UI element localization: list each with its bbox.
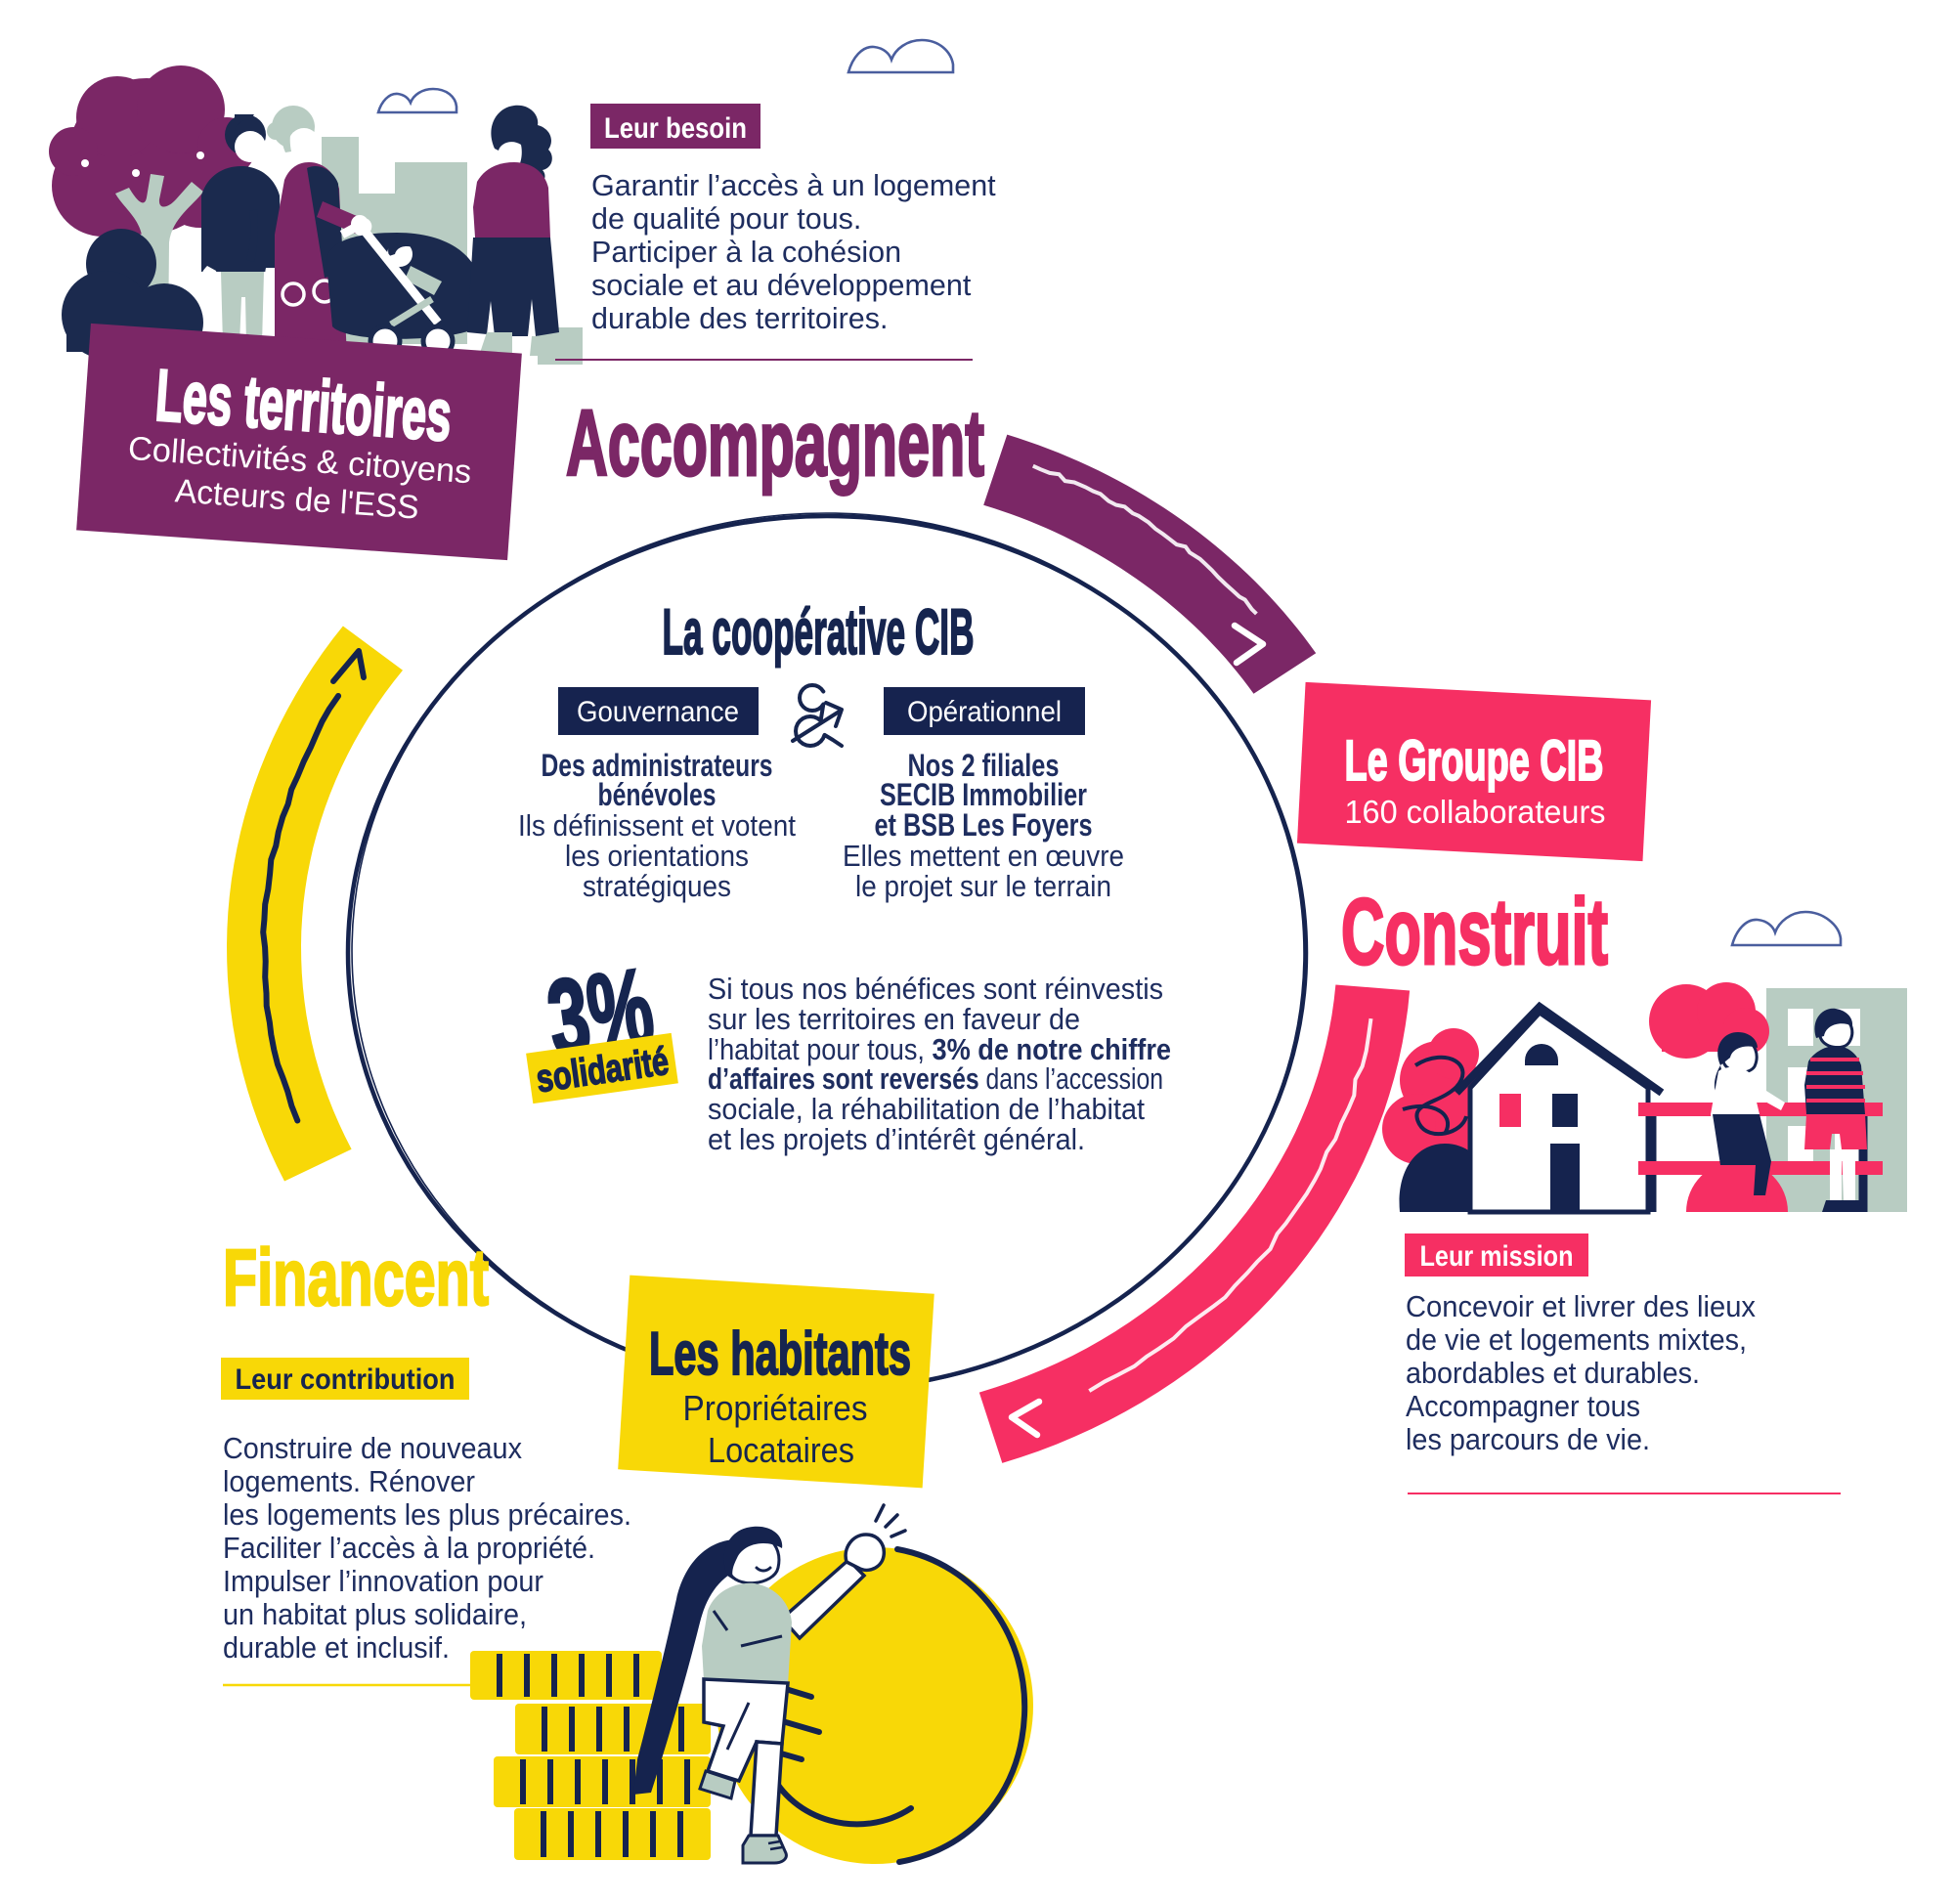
svg-text:Financent: Financent [223, 1233, 489, 1322]
svg-text:Leur mission: Leur mission [1420, 1240, 1574, 1273]
svg-text:logements. Rénover: logements. Rénover [223, 1464, 475, 1498]
svg-text:sociale, la réhabilitation de: sociale, la réhabilitation de l’habitat [708, 1092, 1145, 1126]
svg-text:Accompagner tous: Accompagner tous [1406, 1389, 1640, 1423]
svg-text:160 collaborateurs: 160 collaborateurs [1345, 794, 1606, 830]
svg-text:Des administrateurs: Des administrateurs [542, 748, 773, 783]
svg-text:Ils définissent et votent: Ils définissent et votent [518, 808, 796, 843]
svg-text:l’habitat pour tous, 3% de not: l’habitat pour tous, 3% de notre chiffre [708, 1032, 1171, 1066]
svg-text:Elles mettent en œuvre: Elles mettent en œuvre [843, 839, 1124, 873]
svg-text:La coopérative CIB: La coopérative CIB [663, 595, 975, 668]
svg-text:durable et inclusif.: durable et inclusif. [223, 1630, 450, 1665]
svg-text:et les projets d’intérêt génér: et les projets d’intérêt général. [708, 1122, 1085, 1156]
svg-text:sociale et au développement: sociale et au développement [591, 269, 972, 302]
svg-text:d’affaires sont reversés dans: d’affaires sont reversés dans l’accessio… [708, 1061, 1163, 1096]
svg-text:Les habitants: Les habitants [649, 1320, 911, 1388]
svg-text:de vie et logements mixtes,: de vie et logements mixtes, [1406, 1322, 1747, 1357]
svg-text:Locataires: Locataires [708, 1430, 854, 1470]
svg-text:Le Groupe CIB: Le Groupe CIB [1345, 729, 1604, 793]
svg-text:Construit: Construit [1341, 880, 1608, 984]
svg-text:Gouvernance: Gouvernance [577, 696, 739, 728]
svg-text:Accompagnent: Accompagnent [566, 391, 984, 496]
svg-text:les orientations: les orientations [565, 839, 749, 873]
svg-text:Leur besoin: Leur besoin [604, 112, 747, 145]
svg-text:de qualité pour tous.: de qualité pour tous. [591, 202, 861, 236]
svg-text:Construire de nouveaux: Construire de nouveaux [223, 1431, 522, 1465]
svg-text:le projet sur le terrain: le projet sur le terrain [855, 869, 1111, 903]
svg-text:un habitat plus solidaire,: un habitat plus solidaire, [223, 1597, 527, 1631]
svg-text:les parcours de vie.: les parcours de vie. [1406, 1422, 1650, 1456]
svg-text:stratégiques: stratégiques [583, 869, 731, 903]
svg-text:Concevoir et livrer des lieux: Concevoir et livrer des lieux [1406, 1289, 1756, 1323]
svg-text:Leur contribution: Leur contribution [236, 1363, 456, 1396]
svg-text:sur les territoires en faveur: sur les territoires en faveur de [708, 1002, 1080, 1036]
svg-text:Opérationnel: Opérationnel [907, 696, 1062, 728]
svg-text:Nos 2 filiales: Nos 2 filiales [908, 748, 1060, 783]
svg-text:durable des territoires.: durable des territoires. [591, 302, 888, 335]
svg-text:les logements les plus précair: les logements les plus précaires. [223, 1497, 631, 1532]
svg-text:Impulser l’innovation pour: Impulser l’innovation pour [223, 1564, 543, 1598]
svg-text:SECIB Immobilier: SECIB Immobilier [880, 777, 1087, 812]
svg-text:Faciliter l’accès à la proprié: Faciliter l’accès à la propriété. [223, 1531, 595, 1565]
svg-text:et BSB Les Foyers: et BSB Les Foyers [875, 807, 1093, 843]
svg-text:Participer à la cohésion: Participer à la cohésion [591, 236, 901, 269]
svg-text:Propriétaires: Propriétaires [683, 1388, 868, 1428]
svg-text:bénévoles: bénévoles [598, 777, 717, 812]
svg-text:Garantir l’accès à un logement: Garantir l’accès à un logement [591, 169, 996, 202]
svg-text:abordables et durables.: abordables et durables. [1406, 1356, 1700, 1390]
svg-text:Si tous nos bénéfices sont réi: Si tous nos bénéfices sont réinvestis [708, 972, 1163, 1006]
